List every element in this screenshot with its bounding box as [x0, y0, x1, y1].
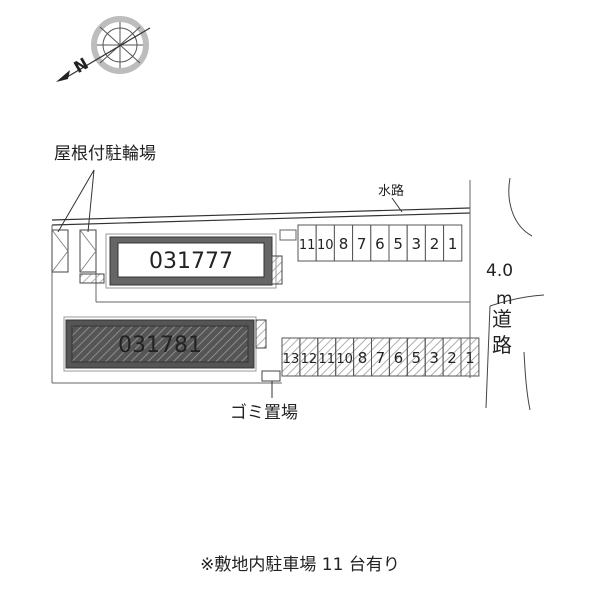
waterway-label: 水路 — [378, 183, 404, 199]
building-label-031781: 031781 — [118, 333, 202, 358]
road — [485, 177, 545, 411]
parking-lower-stall-number: 10 — [336, 352, 353, 367]
garbage-label: ゴミ置場 — [230, 402, 298, 423]
parking-lower-stall-number: 12 — [301, 352, 318, 367]
parking-upper-stall-number: 2 — [430, 235, 440, 253]
parking-lower-stall-number: 3 — [429, 349, 439, 367]
parking-lower-stall-number: 1 — [465, 349, 475, 367]
parking-lower-stall-number: 5 — [411, 349, 421, 367]
compass-icon: N — [56, 16, 151, 82]
building-label-031777: 031777 — [149, 249, 233, 274]
mailbox-block — [79, 273, 105, 284]
parking-upper-stall-number: 1 — [448, 235, 458, 253]
parking-lower-stall-number: 8 — [358, 349, 368, 367]
parking-upper-stall-number: 5 — [393, 235, 403, 253]
bicycle-shelter-left — [51, 229, 69, 273]
building-031781 — [63, 316, 267, 372]
waterway — [51, 197, 471, 226]
parking-upper-stall-number: 10 — [317, 238, 334, 253]
bicycle-parking-label: 屋根付駐輪場 — [54, 144, 156, 164]
building-031777 — [105, 233, 283, 289]
parking-lower-stall-number: 2 — [447, 349, 457, 367]
bicycle-shelter-right — [79, 229, 97, 273]
parking-upper-stall-number: 6 — [375, 235, 385, 253]
parking-lower-stall-number: 13 — [283, 352, 300, 367]
footer-note: ※敷地内駐車場 11 台有り — [200, 555, 400, 575]
parking-lower-stall-number: 11 — [318, 352, 335, 367]
parking-lower-stall — [460, 337, 480, 377]
parking-upper-stall-number: 3 — [412, 235, 422, 253]
parking-lower-stall-number: 6 — [394, 349, 404, 367]
garbage-area — [261, 370, 281, 382]
parking-lower-stall-number: 7 — [376, 349, 386, 367]
parking-upper-stall-number: 7 — [357, 235, 367, 253]
road-label-1: 道 — [492, 307, 512, 331]
road-label-2: 路 — [492, 333, 512, 357]
parking-upper-stall — [443, 224, 463, 262]
parking-upper-stall-number: 8 — [339, 235, 349, 253]
parking-upper-aux — [279, 229, 297, 241]
parking-upper-stall-number: 11 — [299, 238, 316, 253]
road-unit: m — [496, 289, 513, 309]
road-width: 4.0 — [486, 261, 513, 281]
